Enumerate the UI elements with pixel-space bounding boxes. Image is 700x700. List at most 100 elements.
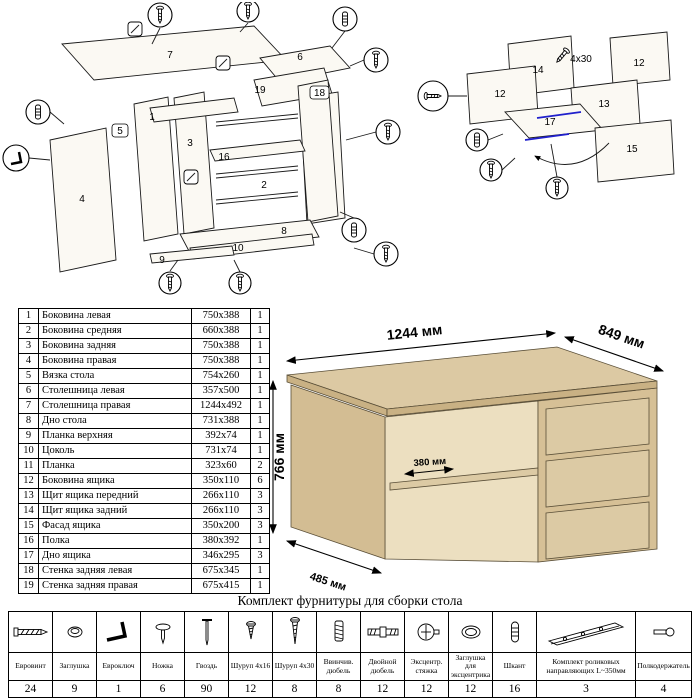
parts-table-body: 1 Боковина левая 750x388 1 2 Боковина ср… — [18, 308, 270, 594]
parts-row: 18 Стенка задняя левая 675x345 1 — [18, 563, 270, 579]
part-size: 350x110 — [191, 473, 251, 489]
screw-in-dowel-icon — [317, 612, 360, 653]
part-number: 17 — [18, 548, 39, 564]
part-number: 18 — [18, 563, 39, 579]
part-name: Боковина средняя — [38, 323, 192, 339]
part-label-15: 15 — [626, 144, 638, 155]
parts-row: 8 Дно стола 731x388 1 — [18, 413, 270, 429]
parts-row: 7 Столешница правая 1244x492 1 — [18, 398, 270, 414]
part-size: 750x388 — [191, 338, 251, 354]
nail-icon — [185, 612, 228, 653]
hardware-qty: 4 — [660, 683, 667, 695]
hardware-col-confirmat: Евровинт 24 — [9, 612, 53, 697]
parts-row: 14 Щит ящика задний 266x110 3 — [18, 503, 270, 519]
part-label-12b: 12 — [494, 89, 506, 100]
hardware-name: Евровинт — [9, 653, 52, 681]
drawer-panels — [466, 31, 675, 183]
hardware-qty: 1 — [115, 683, 122, 695]
part-label-9: 9 — [159, 255, 165, 266]
part-name: Боковина правая — [38, 353, 192, 369]
part-name: Дно ящика — [38, 548, 192, 564]
parts-row: 9 Планка верхняя 392x74 1 — [18, 428, 270, 444]
parts-row: 16 Полка 380x392 1 — [18, 533, 270, 549]
part-qty: 3 — [250, 488, 270, 504]
part-name: Стенка задняя правая — [38, 578, 192, 594]
hardware-col-slides: Комплект роликовых направляющих L~350мм … — [537, 612, 636, 697]
parts-row: 3 Боковина задняя 750x388 1 — [18, 338, 270, 354]
part-name: Стенка задняя левая — [38, 563, 192, 579]
part-name: Планка верхняя — [38, 428, 192, 444]
hardware-col-wood-dowel: Шкант 16 — [493, 612, 537, 697]
part-size: 357x500 — [191, 383, 251, 399]
parts-row: 1 Боковина левая 750x388 1 — [18, 308, 270, 324]
part-qty: 1 — [250, 578, 270, 594]
exploded-diagram-desk: 7 6 19 18 5 1 3 16 2 8 10 9 4 — [2, 2, 401, 295]
part-size: 675x345 — [191, 563, 251, 579]
cap-icon — [53, 612, 96, 653]
dim-width-arrow — [285, 330, 557, 364]
parts-row: 13 Щит ящика передний 266x110 3 — [18, 488, 270, 504]
part-size: 266x110 — [191, 503, 251, 519]
dim-side-label: 485 мм — [308, 571, 348, 594]
part-number: 6 — [18, 383, 39, 399]
screw-4x30-icon — [273, 612, 316, 653]
parts-table: 1 Боковина левая 750x388 1 2 Боковина ср… — [18, 308, 270, 594]
part-number: 15 — [18, 518, 39, 534]
hardware-kit-title: Комплект фурнитуры для сборки стола — [237, 593, 463, 608]
hardware-qty: 8 — [335, 683, 342, 695]
part-size: 750x388 — [191, 308, 251, 324]
part-size: 675x415 — [191, 578, 251, 594]
hardware-callouts — [417, 80, 610, 200]
hardware-name: Ввинчив. дюбель — [317, 653, 360, 681]
part-size: 392x74 — [191, 428, 251, 444]
part-name: Щит ящика передний — [38, 488, 192, 504]
confirmat-screw-icon — [9, 612, 52, 653]
hardware-name: Гвоздь — [185, 653, 228, 681]
desk-render: 1244 мм 849 мм 766 мм 380 мм 485 мм — [269, 321, 665, 594]
hardware-qty: 24 — [24, 683, 37, 695]
dim-side-arrow — [285, 540, 383, 574]
part-name: Боковина левая — [38, 308, 192, 324]
hardware-name: Евроключ — [97, 653, 140, 681]
dim-shelf-label: 380 мм — [413, 456, 446, 469]
part-number: 12 — [18, 473, 39, 489]
hardware-name: Двойной дюбель — [361, 653, 404, 681]
part-qty: 1 — [250, 368, 270, 384]
double-dowel-icon — [361, 612, 404, 653]
hardware-col-screw-4x30: Шуруп 4x30 8 — [273, 612, 317, 697]
part-label-3: 3 — [187, 138, 193, 149]
part-name: Столешница левая — [38, 383, 192, 399]
shelf-pin-icon — [636, 612, 691, 653]
tool-icon — [127, 21, 231, 185]
drawer-slides-icon — [537, 612, 635, 653]
desk-panels — [49, 25, 351, 273]
screw-size-label: 4x30 — [570, 54, 592, 65]
part-size: 660x388 — [191, 323, 251, 339]
hardware-name: Шкант — [493, 653, 536, 681]
part-number: 13 — [18, 488, 39, 504]
part-size: 731x74 — [191, 443, 251, 459]
part-name: Боковина ящика — [38, 473, 192, 489]
part-qty: 3 — [250, 518, 270, 534]
parts-row: 4 Боковина правая 750x388 1 — [18, 353, 270, 369]
hardware-name: Комплект роликовых направляющих L~350мм — [537, 653, 635, 681]
hardware-col-cam-cap: Заглушка для эксцентрика 12 — [449, 612, 493, 697]
part-name: Цоколь — [38, 443, 192, 459]
part-number: 14 — [18, 503, 39, 519]
part-label-6: 6 — [297, 52, 303, 63]
hardware-col-double-dowel: Двойной дюбель 12 — [361, 612, 405, 697]
parts-row: 17 Дно ящика 346x295 3 — [18, 548, 270, 564]
hardware-col-screwin-dowel: Ввинчив. дюбель 8 — [317, 612, 361, 697]
hardware-col-cap: Заглушка 9 — [53, 612, 97, 697]
part-name: Планка — [38, 458, 192, 474]
hardware-name: Шуруп 4x16 — [229, 653, 272, 681]
hardware-col-hexkey: Евроключ 1 — [97, 612, 141, 697]
hardware-name: Заглушка — [53, 653, 96, 681]
part-number: 11 — [18, 458, 39, 474]
hardware-col-screw-4x16: Шуруп 4x16 12 — [229, 612, 273, 697]
hardware-name: Заглушка для эксцентрика — [449, 653, 492, 681]
dim-width-label: 1244 мм — [386, 321, 443, 343]
part-number: 4 — [18, 353, 39, 369]
hex-key-icon — [97, 612, 140, 653]
